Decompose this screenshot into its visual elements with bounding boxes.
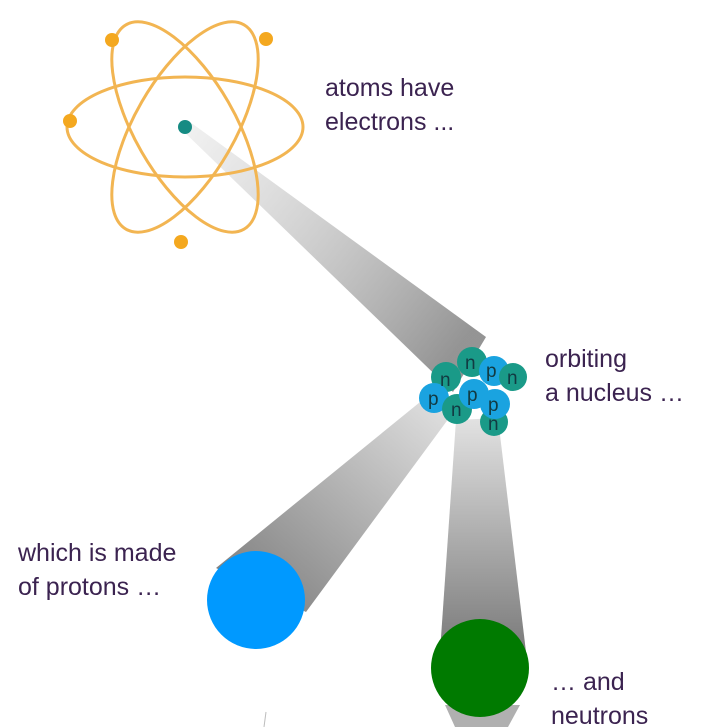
- nucleon-label: n: [507, 368, 518, 389]
- caption-atoms-line-1: atoms have: [325, 74, 455, 102]
- caption-protons-line-1: which is made: [18, 539, 177, 567]
- nucleon-label: p: [467, 385, 478, 406]
- caption-protons-line-2: of protons …: [18, 573, 162, 601]
- caption-protons: which is made of protons …: [18, 536, 176, 604]
- caption-orbiting-line-1: orbiting: [545, 345, 627, 373]
- caption-atoms: atoms have electrons ...: [325, 71, 454, 139]
- electron-dot: [105, 33, 119, 47]
- caption-orbiting: orbiting a nucleus …: [545, 342, 684, 410]
- caption-neutrons-line-1: … and: [551, 668, 625, 696]
- nucleus-icon: n n p n p n p p n: [419, 347, 527, 436]
- orbit-ring-diagonal-b: [110, 20, 260, 234]
- nucleon-label: n: [465, 353, 476, 374]
- nucleon-label: p: [486, 361, 497, 382]
- nucleon-label: n: [440, 370, 451, 391]
- caption-neutrons-line-2: neutrons: [551, 702, 649, 727]
- orbit-ring-diagonal-a: [110, 20, 260, 234]
- electron-dot: [174, 235, 188, 249]
- atom-icon: [63, 20, 305, 249]
- nucleon-neutron: [499, 363, 527, 391]
- electron-dot: [63, 114, 77, 128]
- electron-dot: [259, 32, 273, 46]
- caption-orbiting-line-2: a nucleus …: [545, 379, 684, 407]
- nucleon-proton: [480, 389, 510, 419]
- proton-icon: [200, 551, 310, 664]
- nucleon-label: n: [451, 400, 462, 421]
- caption-atoms-line-2: electrons ...: [325, 108, 455, 136]
- nucleon-label: p: [428, 389, 439, 410]
- zoom-beam-nucleus-to-neutron: [440, 418, 526, 652]
- nucleon-label: n: [488, 414, 499, 435]
- caption-neutrons: … and neutrons: [551, 665, 648, 727]
- nucleon-label: p: [488, 395, 499, 416]
- atom-core-dot: [178, 120, 192, 134]
- proton-tail-mark: [263, 711, 267, 727]
- nucleon-proton: [419, 383, 449, 413]
- neutron-icon: [431, 619, 529, 717]
- zoom-beam-atom-to-nucleus: [180, 122, 486, 392]
